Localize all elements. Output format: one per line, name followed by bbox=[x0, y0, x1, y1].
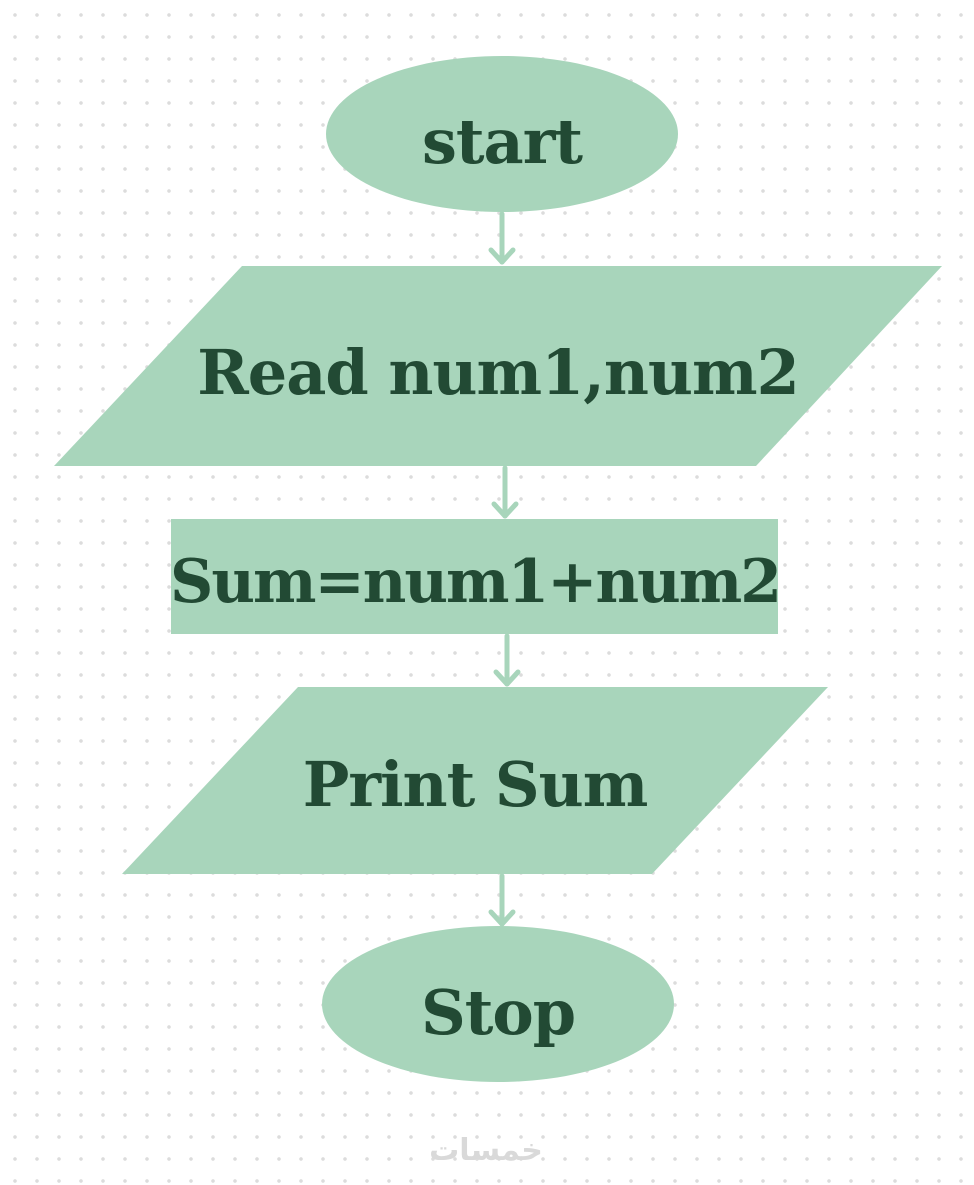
node-sum: Sum=num1+num2 bbox=[170, 519, 782, 634]
arrowhead bbox=[493, 669, 521, 687]
watermark-logo: خمسات bbox=[429, 1133, 543, 1168]
edge-sum-to-print bbox=[493, 633, 521, 687]
node-print-label: Print Sum bbox=[303, 748, 648, 821]
node-read-label: Read num1,num2 bbox=[197, 336, 798, 409]
edge-read-to-sum bbox=[491, 465, 519, 519]
node-stop-label: Stop bbox=[421, 976, 575, 1049]
node-start-shape bbox=[326, 56, 678, 212]
node-stop: Stop bbox=[322, 926, 674, 1082]
arrowhead bbox=[488, 909, 516, 927]
arrowhead bbox=[488, 247, 516, 265]
node-start: start bbox=[326, 56, 678, 212]
edge-print-to-stop bbox=[488, 873, 516, 927]
edge-start-to-read bbox=[488, 211, 516, 265]
node-print: Print Sum bbox=[122, 687, 828, 874]
arrowhead bbox=[491, 501, 519, 519]
node-stop-shape bbox=[322, 926, 674, 1082]
node-sum-label: Sum=num1+num2 bbox=[170, 547, 780, 617]
node-read-shape bbox=[54, 266, 942, 466]
node-start-label: start bbox=[422, 105, 583, 178]
node-sum-shape bbox=[171, 519, 778, 634]
node-print-shape bbox=[122, 687, 828, 874]
node-read: Read num1,num2 bbox=[54, 266, 942, 466]
